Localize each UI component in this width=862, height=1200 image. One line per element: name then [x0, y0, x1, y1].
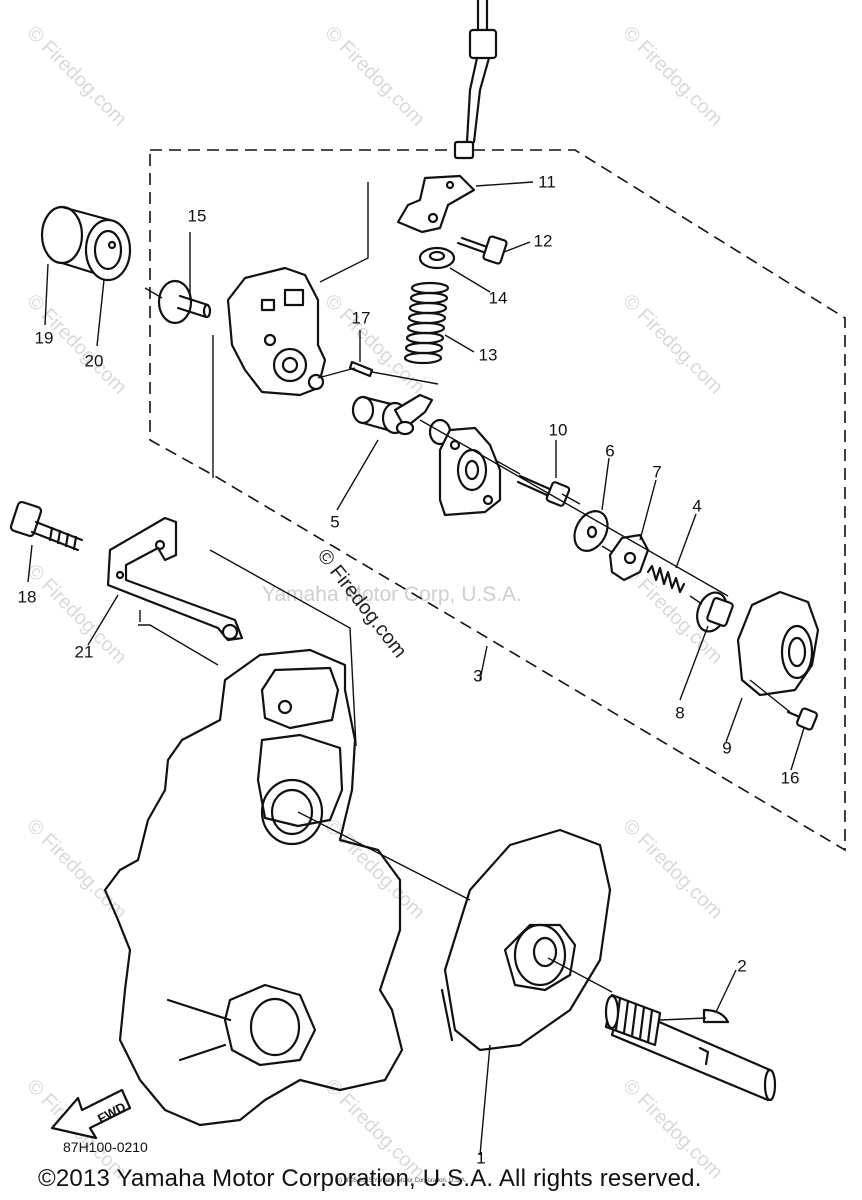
callout-18: 18 [17, 587, 37, 607]
bolt-18-part [9, 500, 84, 552]
sheave-part [440, 828, 612, 1052]
center-watermark: Yamaha Motor Corp, U.S.A. [262, 583, 522, 606]
callout-11: 11 [538, 172, 556, 192]
callout-2: 2 [737, 956, 747, 976]
small-copyright: (c) 2005-2015 Yamaha Motor Corporation, … [335, 1178, 467, 1184]
primary-shaft-part [604, 993, 777, 1102]
callout-6: 6 [605, 441, 615, 461]
callout-8: 8 [675, 703, 685, 723]
callout-10: 10 [548, 420, 568, 440]
cam-plate-part [608, 533, 650, 582]
spring-4-part [646, 564, 686, 594]
shaft-15-part [157, 279, 212, 325]
callout-12: 12 [533, 231, 553, 251]
callout-20: 20 [84, 351, 104, 371]
callout-21: 21 [74, 642, 94, 662]
cable-part [453, 0, 498, 160]
callout-13: 13 [478, 345, 498, 365]
assembly-boundary [149, 149, 846, 852]
spring-part [403, 281, 450, 365]
callout-7: 7 [652, 462, 662, 482]
callout-4: 4 [692, 496, 702, 516]
diagram-code: 87H100-0210 [63, 1139, 148, 1155]
callout-17: 17 [351, 308, 371, 328]
governor-shaft-part [351, 393, 434, 436]
callout-5: 5 [330, 512, 340, 532]
callout-9: 9 [722, 738, 732, 758]
bushing-part [40, 205, 132, 282]
callout-19: 19 [34, 328, 54, 348]
governor-body-part [428, 418, 502, 517]
screw-part [786, 707, 818, 731]
cap-part [696, 591, 734, 633]
bolt-10-part [516, 474, 571, 507]
lever-arm-part [396, 174, 476, 234]
fwd-arrow-icon [50, 1088, 132, 1140]
callout-14: 14 [488, 288, 508, 308]
callout-15: 15 [187, 206, 207, 226]
crankcase-part [103, 648, 404, 1127]
governor-housing-part [226, 266, 327, 397]
bracket-part [106, 516, 244, 642]
pin-part [348, 360, 374, 378]
woodruff-key-part [702, 1008, 730, 1024]
callout-1: 1 [476, 1148, 486, 1168]
cover-part [736, 590, 820, 697]
bolt-12-part [456, 235, 508, 265]
copyright-notice: ©2013 Yamaha Motor Corporation, U.S.A. A… [38, 1165, 702, 1192]
spring-seat-part [418, 246, 456, 270]
washer-part [573, 510, 609, 552]
callout-16: 16 [780, 768, 800, 788]
callout-3: 3 [473, 666, 483, 686]
